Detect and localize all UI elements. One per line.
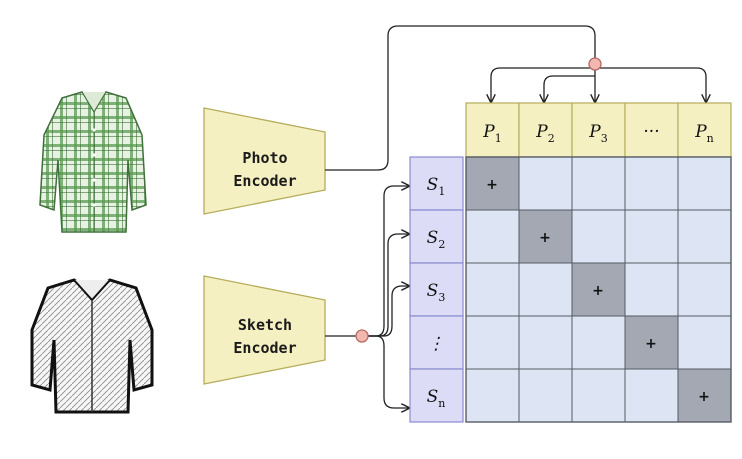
positive-pair-mark: +	[486, 177, 498, 193]
sketch-header-cell	[409, 262, 464, 317]
sketch-label-2: S3	[427, 281, 446, 304]
matrix-border	[465, 156, 732, 423]
matrix-cell	[571, 368, 626, 423]
photo-encoder: Photo Encoder	[203, 107, 326, 215]
photo-label-3: ···	[643, 122, 659, 142]
matrix-cell	[571, 209, 626, 264]
photo-label-4: Pn	[694, 122, 714, 145]
matrix-cell	[677, 315, 732, 370]
matrix-cell	[571, 315, 626, 370]
sketch-header-cell	[409, 156, 464, 211]
matrix-cell	[518, 156, 573, 211]
photo-branch-arrows	[491, 67, 706, 102]
photo-image	[39, 91, 147, 233]
matrix-cell-positive	[465, 156, 520, 211]
photo-encoder-label-line1: Photo	[242, 149, 287, 167]
matrix-cell-positive	[571, 262, 626, 317]
matrix-cell	[518, 368, 573, 423]
sketch-encoder-label-line2: Encoder	[233, 339, 296, 357]
sketch-encoder-label-line1: Sketch	[238, 316, 292, 334]
sketch-header-cell	[409, 315, 464, 370]
matrix-cell-positive	[518, 209, 573, 264]
matrix-cell	[624, 368, 679, 423]
matrix-cell	[677, 209, 732, 264]
photo-header-cell	[624, 102, 679, 158]
positive-pair-mark: +	[698, 389, 710, 405]
matrix-cell	[677, 156, 732, 211]
matrix-cell	[465, 368, 520, 423]
matrix-cell	[518, 315, 573, 370]
matrix-cell-positive	[624, 315, 679, 370]
matrix-cell	[465, 209, 520, 264]
similarity-matrix: + + + + +	[465, 156, 732, 423]
photo-junction	[588, 57, 602, 71]
sketch-header-cell	[409, 209, 464, 264]
sketch-label-3: ⋮	[428, 334, 445, 354]
matrix-cell	[465, 315, 520, 370]
sketch-encoder: Sketch Encoder	[203, 275, 326, 385]
photo-header-cell	[677, 102, 732, 158]
sketch-junction	[355, 329, 369, 343]
matrix-cell	[518, 262, 573, 317]
positive-pair-mark: +	[592, 283, 604, 299]
positive-pair-mark: +	[645, 336, 657, 352]
sketch-branch-arrows	[325, 186, 409, 408]
photo-label-2: P3	[588, 122, 607, 145]
sketch-label-1: S2	[427, 228, 446, 251]
matrix-cell	[624, 156, 679, 211]
positive-pair-mark: +	[539, 230, 551, 246]
sketch-label-0: S1	[427, 175, 446, 198]
sketch-label-4: Sn	[427, 387, 446, 410]
matrix-cell	[465, 262, 520, 317]
photo-encoder-label-line2: Encoder	[233, 172, 296, 190]
photo-feature-line	[325, 25, 596, 171]
matrix-cell	[571, 156, 626, 211]
matrix-cell	[624, 262, 679, 317]
matrix-cell	[624, 209, 679, 264]
sketch-image	[30, 278, 154, 414]
photo-header-cell	[518, 102, 573, 158]
photo-label-0: P1	[482, 122, 501, 145]
sketch-header-cell	[409, 368, 464, 423]
photo-header-row: P1 P2 P3 ··· Pn	[465, 102, 732, 158]
matrix-cell	[677, 262, 732, 317]
photo-label-1: P2	[535, 122, 554, 145]
